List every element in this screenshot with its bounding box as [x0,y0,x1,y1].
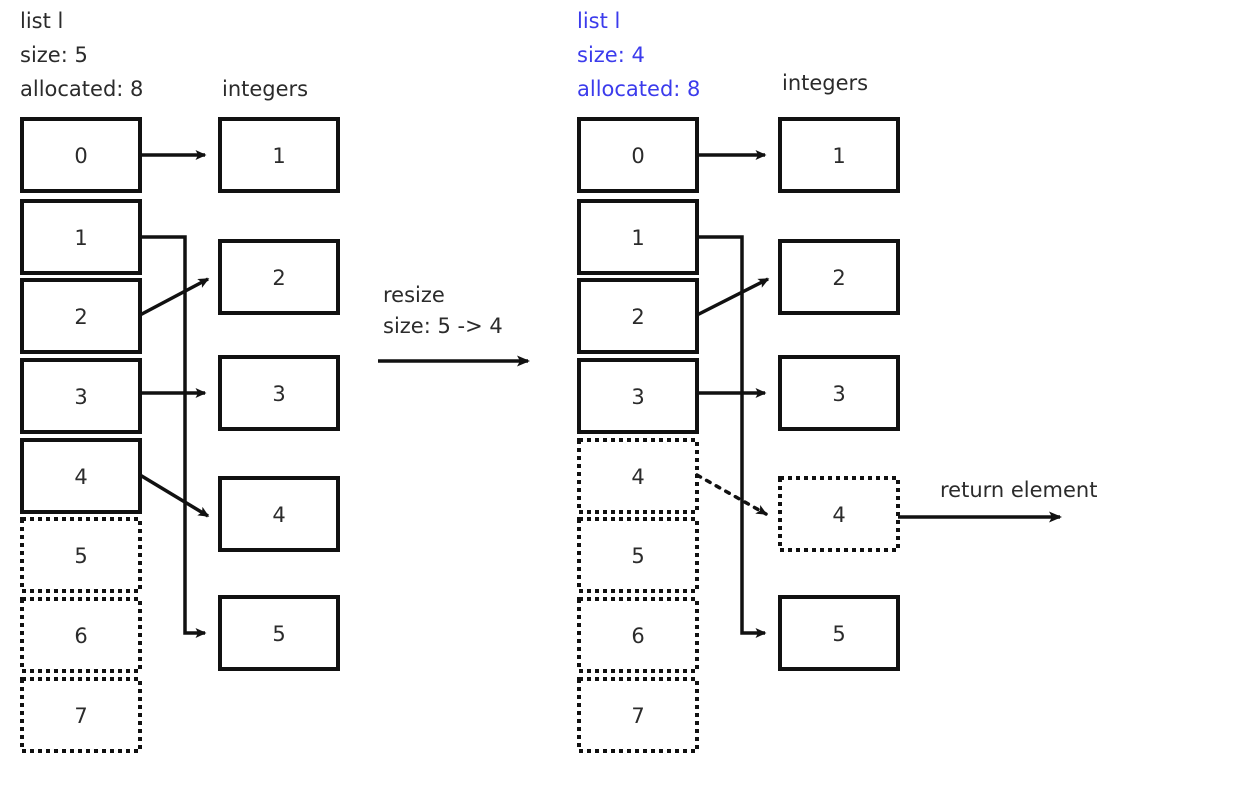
right-slot-6[interactable] [577,597,699,673]
left-value-2[interactable] [218,239,340,315]
left-slot-0-label: 0 [74,144,87,168]
left-value-5-label: 5 [272,622,285,646]
left-slot-0[interactable] [20,117,142,193]
right-value-4-label: 4 [832,503,845,527]
right-value-1-label: 1 [832,144,845,168]
right-slot-5-label: 5 [631,544,644,568]
right-value-5[interactable] [778,595,900,671]
right-panel: list l size: 4 allocated: 8 integers 0 1… [577,9,1097,753]
left-slot-7[interactable] [20,677,142,753]
right-slot-6-label: 6 [631,624,644,648]
left-header-line3: allocated: 8 [20,77,143,101]
right-slot-3-label: 3 [631,385,644,409]
transition-line1: resize [383,283,445,307]
left-slot-2[interactable] [20,278,142,354]
left-header-line1: list l [20,9,63,33]
left-slot-3-label: 3 [74,385,87,409]
right-value-2-label: 2 [832,266,845,290]
left-value-4[interactable] [218,476,340,552]
left-slot-4-label: 4 [74,465,87,489]
return-element-group: return element [898,478,1097,523]
left-pointer-1-to-5 [140,235,207,638]
right-pointer-4-to-4-removed [695,473,768,516]
left-pointer-group [139,150,210,638]
left-value-3[interactable] [218,355,340,431]
right-slot-7[interactable] [577,677,699,753]
right-slot-column: 0 1 2 3 4 5 6 7 [577,117,699,753]
right-value-5-label: 5 [832,622,845,646]
left-slot-3[interactable] [20,358,142,434]
left-slot-7-label: 7 [74,704,87,728]
right-pointer-2-to-2 [696,277,770,317]
return-element-label: return element [940,478,1097,502]
right-value-4-removed[interactable] [778,476,900,552]
left-slot-6-label: 6 [74,624,87,648]
left-panel: list l size: 5 allocated: 8 integers 0 1… [20,9,340,753]
transition-group: resize size: 5 -> 4 [378,283,530,367]
transition-line2: size: 5 -> 4 [383,314,503,338]
right-slot-4[interactable] [577,438,699,514]
left-slot-column: 0 1 2 3 4 5 6 7 [20,117,142,753]
right-pointer-group [695,150,770,638]
left-value-2-label: 2 [272,266,285,290]
right-integers-label: integers [782,71,868,95]
left-value-3-label: 3 [272,382,285,406]
left-pointer-4-to-4 [139,473,210,518]
left-slot-1[interactable] [20,199,142,275]
right-slot-1-label: 1 [631,226,644,250]
right-header-line2: size: 4 [577,43,645,67]
right-header-line3: allocated: 8 [577,77,700,101]
left-pointer-2-to-2 [139,277,210,317]
right-slot-2[interactable] [577,278,699,354]
right-value-3-label: 3 [832,382,845,406]
left-value-1-label: 1 [272,144,285,168]
left-value-5[interactable] [218,595,340,671]
left-slot-5[interactable] [20,517,142,593]
right-slot-5[interactable] [577,517,699,593]
left-header-line2: size: 5 [20,43,88,67]
right-value-column: 1 2 3 4 5 [778,117,900,671]
left-slot-4[interactable] [20,438,142,514]
left-slot-5-label: 5 [74,544,87,568]
right-slot-3[interactable] [577,358,699,434]
left-slot-2-label: 2 [74,305,87,329]
right-pointer-1-to-5 [697,235,767,638]
left-slot-6[interactable] [20,597,142,673]
left-slot-1-label: 1 [74,226,87,250]
right-slot-0-label: 0 [631,144,644,168]
right-slot-7-label: 7 [631,704,644,728]
right-header-line1: list l [577,9,620,33]
right-slot-2-label: 2 [631,305,644,329]
left-value-4-label: 4 [272,503,285,527]
left-value-1[interactable] [218,117,340,193]
right-value-2[interactable] [778,239,900,315]
left-value-column: 1 2 3 4 5 [218,117,340,671]
right-slot-4-label: 4 [631,465,644,489]
right-value-1[interactable] [778,117,900,193]
left-integers-label: integers [222,77,308,101]
right-value-3[interactable] [778,355,900,431]
